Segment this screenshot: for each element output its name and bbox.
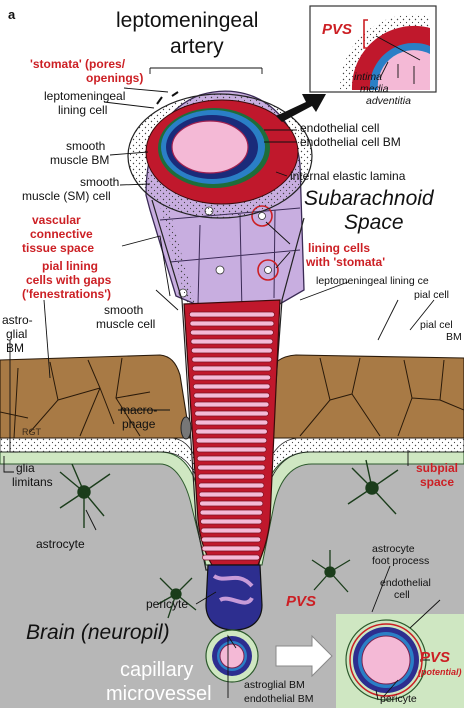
muscle-rib (190, 321, 274, 326)
lining-cell-label-2: lining cell (58, 104, 107, 117)
pia-right (262, 355, 464, 438)
lepto-lining-ce-label: leptomeningeal lining ce (316, 276, 429, 287)
pericyte-bottom-label: pericyte (380, 694, 417, 705)
muscle-rib (190, 330, 273, 335)
muscle-rib (199, 483, 264, 488)
lining-cell-label-1: leptomeningeal (44, 90, 125, 103)
muscle-rib (199, 492, 263, 497)
muscle-rib (194, 393, 270, 398)
endothelial-cell2-label-2: cell (394, 590, 410, 601)
pericyte-label: pericyte (146, 598, 188, 611)
capillary-lumen-left (220, 644, 244, 668)
astroglial-bm-label-2: glial (6, 328, 27, 341)
endothelial-cell-label: endothelial cell (300, 122, 379, 135)
astroglial-bm-bottom-label: astroglial BM (244, 680, 305, 691)
panel-letter: a (8, 8, 15, 22)
muscle-rib (202, 546, 260, 551)
pial-gaps-label-1: pial lining (42, 260, 98, 273)
capillary-lumen-right (362, 636, 410, 684)
subarachnoid-label-1: Subarachnoid (304, 188, 434, 210)
muscle-rib (193, 375, 271, 380)
smooth-muscle-bm-label-2: muscle BM (50, 154, 109, 167)
sm-cell-label-2: muscle (SM) cell (22, 190, 111, 203)
title-line-1: leptomeningeal (116, 10, 258, 32)
muscle-rib (192, 366, 271, 371)
astrocyte-foot-label-2: foot process (372, 556, 429, 567)
muscle-rib (195, 411, 269, 416)
muscle-rib (195, 420, 268, 425)
pial-gaps-label-2: cells with gaps (26, 274, 111, 287)
title-line-2: artery (170, 36, 224, 58)
glia-limitans-label-2: limitans (12, 476, 53, 489)
subpial-label-1: subpial (416, 462, 458, 475)
macrophage-label-1: macro- (120, 404, 157, 417)
muscle-rib (201, 519, 262, 524)
pial-gaps-label-3: ('fenestrations') (22, 288, 111, 301)
muscle-rib (200, 501, 263, 506)
smooth-muscle-bm-label-1: smooth (66, 140, 105, 153)
muscle-rib (194, 402, 269, 407)
rgt-signature: RGT (22, 428, 41, 437)
endothelial-bm-bottom-label: endothelial BM (244, 694, 313, 705)
muscle-rib (196, 429, 268, 434)
black-arrow (276, 94, 326, 122)
muscle-rib (202, 555, 259, 560)
inset-media: media (360, 84, 389, 95)
brain-neuropil-label: Brain (neuropil) (26, 622, 170, 644)
muscle-rib (191, 339, 273, 344)
astrocyte-label: astrocyte (36, 538, 85, 551)
vct-space-label-3: tissue space (22, 242, 94, 255)
astroglial-bm-label-1: astro- (2, 314, 33, 327)
muscle-rib (198, 474, 264, 479)
astroglial-bm-label-3: BM (6, 342, 24, 355)
pial-cell-label-2a: pial cel (420, 320, 453, 331)
pvs-mid-label: PVS (286, 594, 316, 610)
muscle-rib (197, 447, 267, 452)
macrophage-label-2: phage (122, 418, 155, 431)
glia-limitans-label-1: glia (16, 462, 35, 475)
stomata-label-1: 'stomata' (pores/ (30, 58, 125, 71)
pial-cell-label-2b: BM (446, 332, 462, 343)
muscle-rib (192, 357, 272, 362)
astrocyte-foot-label-1: astrocyte (372, 544, 415, 555)
internal-elastic-lamina-label: internal elastic lamina (290, 170, 405, 183)
vct-space-label-2: connective (30, 228, 93, 241)
lining-stomata-label-1: lining cells (308, 242, 370, 255)
muscle-rib (201, 528, 261, 533)
endothelial-cell2-label-1: endothelial (380, 578, 431, 589)
subarachnoid-label-2: Space (344, 212, 404, 234)
capillary-label-1: capillary (120, 660, 193, 681)
inset-intima: intima (354, 72, 382, 83)
muscle-rib (191, 348, 272, 353)
pericyte-region (206, 565, 262, 630)
pvs-right-label: PVS (420, 650, 450, 666)
vct-space-label-1: vascular (32, 214, 81, 227)
muscle-rib (193, 384, 270, 389)
lining-stomata-label-2: with 'stomata' (306, 256, 385, 269)
macrophage (181, 417, 191, 439)
pvs-potential-label: (potential) (418, 668, 462, 677)
inset-adventitia: adventitia (366, 96, 411, 107)
stomata-label-2: openings) (86, 72, 143, 85)
muscle-rib (200, 510, 262, 515)
sm-cell-label-1: smooth (80, 176, 119, 189)
endothelial-cell-bm-label: endothelial cell BM (300, 136, 401, 149)
pial-cell-label-1: pial cell (414, 290, 449, 301)
muscle-rib (196, 438, 267, 443)
artery-lumen (172, 121, 248, 173)
muscle-rib (201, 537, 260, 542)
smooth-muscle-cell-label-2: muscle cell (96, 318, 155, 331)
muscle-rib (197, 456, 266, 461)
subpial-label-2: space (420, 476, 454, 489)
muscle-rib (198, 465, 265, 470)
capillary-label-2: microvessel (106, 684, 212, 705)
pia-left (0, 355, 190, 438)
inset-pvs-label: PVS (322, 22, 352, 38)
muscle-rib (189, 312, 274, 317)
smooth-muscle-cell-label-1: smooth (104, 304, 143, 317)
